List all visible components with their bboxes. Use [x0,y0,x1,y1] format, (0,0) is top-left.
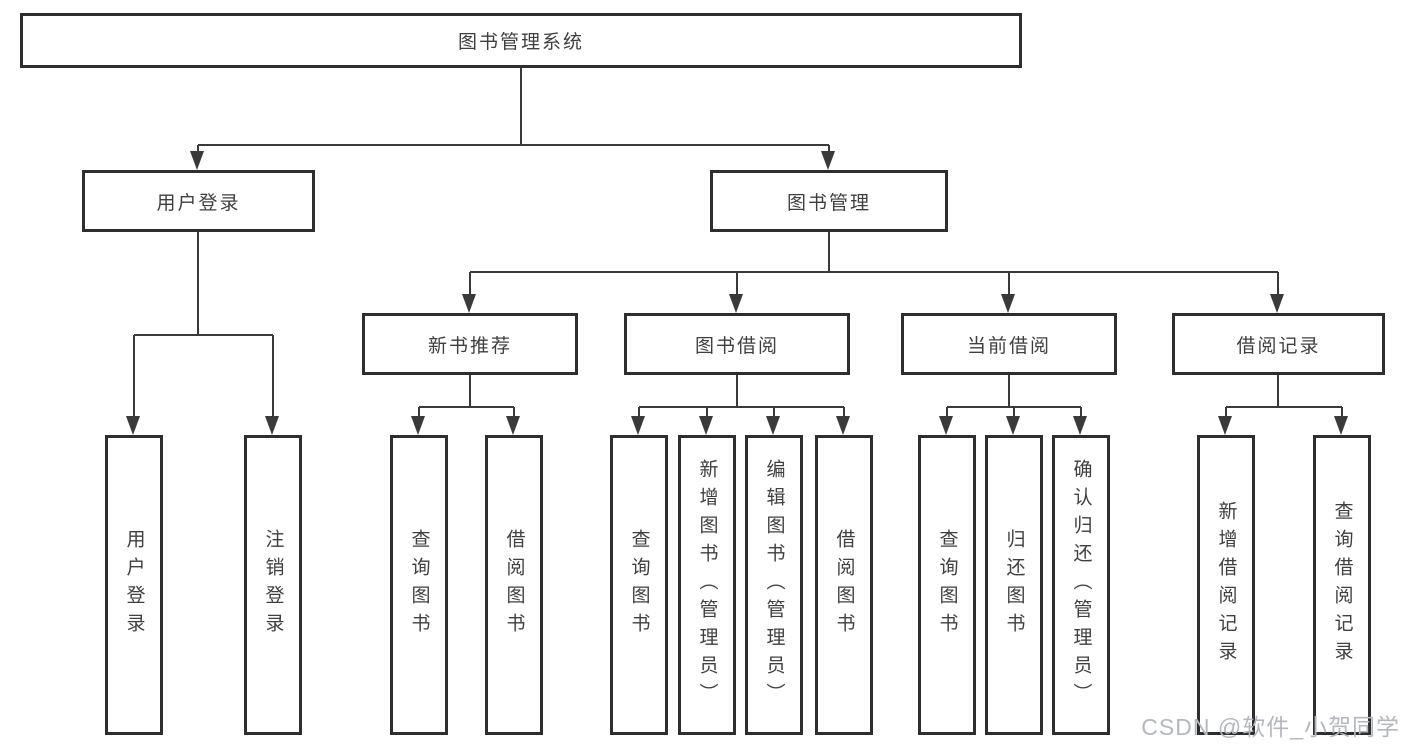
edge-vline [197,232,199,335]
arrowhead-down-icon [729,294,743,313]
edge-vline [946,407,948,417]
edge-vline [520,68,522,145]
node-label: 查询图书 [936,529,958,641]
edge-vline [272,335,274,417]
node-label: 新书推荐 [427,335,512,357]
edge-vline [1277,272,1279,295]
node-current-borrowing: 当前借阅 [901,313,1117,375]
edge-vline [638,407,640,417]
edge-hline [419,406,514,408]
edge-vline [828,145,830,153]
edge-vline [736,272,738,295]
arrowhead-down-icon [836,416,850,435]
node-label: 查询图书 [628,529,650,641]
node-label: 用户登录 [156,192,241,214]
node-label: 新增借阅记录 [1215,501,1237,669]
edge-vline [1013,407,1015,417]
arrowhead-down-icon [1073,416,1087,435]
edge-vline [1341,407,1343,417]
arrowhead-down-icon [411,416,425,435]
node-label: 查询借阅记录 [1331,501,1353,669]
edge-vline [773,407,775,417]
node-root-library-management-system: 图书管理系统 [20,13,1022,68]
edge-vline [706,407,708,417]
arrowhead-down-icon [265,416,279,435]
node-user-login: 用户登录 [82,170,315,232]
edge-vline [1080,407,1082,417]
leaf-borrow-books: 借阅图书 [815,435,873,735]
leaf-query-books-recommend: 查询图书 [390,435,448,735]
arrowhead-down-icon [1001,294,1015,313]
edge-vline [1008,375,1010,407]
arrowhead-down-icon [462,294,476,313]
node-book-management: 图书管理 [710,170,948,232]
edge-hline [198,144,829,146]
node-label: 编辑图书（管理员） [763,459,785,711]
leaf-user-login: 用户登录 [105,435,163,735]
edge-vline [1277,375,1279,407]
edge-vline [843,407,845,417]
node-label: 确认归还（管理员） [1070,459,1092,711]
arrowhead-down-icon [1270,294,1284,313]
edge-vline [197,145,199,153]
arrowhead-down-icon [699,416,713,435]
node-label: 当前借阅 [966,335,1051,357]
node-label: 新增图书（管理员） [696,459,718,711]
node-label: 借阅图书 [503,529,525,641]
node-label: 注销登录 [262,529,284,641]
arrowhead-down-icon [506,416,520,435]
arrowhead-down-icon [126,416,140,435]
edge-hline [134,334,273,336]
leaf-confirm-return-admin: 确认归还（管理员） [1052,435,1110,735]
leaf-edit-book-admin: 编辑图书（管理员） [745,435,803,735]
arrowhead-down-icon [1218,416,1232,435]
edge-vline [736,375,738,407]
arrowhead-down-icon [766,416,780,435]
edge-vline [469,375,471,407]
node-book-borrowing: 图书借阅 [624,313,850,375]
arrowhead-down-icon [631,416,645,435]
edge-vline [469,272,471,295]
node-label: 图书借阅 [694,335,779,357]
leaf-borrow-books-recommend: 借阅图书 [485,435,543,735]
leaf-logout: 注销登录 [244,435,302,735]
node-label: 查询图书 [408,529,430,641]
leaf-query-borrow-record: 查询借阅记录 [1313,435,1371,735]
leaf-return-books: 归还图书 [985,435,1043,735]
edge-vline [1225,407,1227,417]
edge-hline [470,271,1278,273]
edge-vline [828,232,830,272]
csdn-watermark: CSDN @软件_小贺同学 [1141,714,1400,740]
node-label: 用户登录 [123,529,145,641]
node-new-book-recommendation: 新书推荐 [362,313,578,375]
node-borrowing-records: 借阅记录 [1172,313,1385,375]
edge-vline [1008,272,1010,295]
edge-vline [418,407,420,417]
edge-vline [133,335,135,417]
edge-vline [513,407,515,417]
edge-hline [1226,406,1342,408]
arrowhead-down-icon [190,151,204,170]
leaf-query-books-borrowing: 查询图书 [610,435,668,735]
leaf-add-book-admin: 新增图书（管理员） [678,435,736,735]
node-label: 图书管理 [786,192,871,214]
edge-hline [639,406,844,408]
node-label: 归还图书 [1003,529,1025,641]
node-label: 借阅图书 [833,529,855,641]
arrowhead-down-icon [1334,416,1348,435]
node-label: 借阅记录 [1236,335,1321,357]
leaf-add-borrow-record: 新增借阅记录 [1197,435,1255,735]
arrowhead-down-icon [821,151,835,170]
arrowhead-down-icon [1006,416,1020,435]
leaf-query-books-current: 查询图书 [918,435,976,735]
arrowhead-down-icon [939,416,953,435]
node-label: 图书管理系统 [457,32,584,53]
